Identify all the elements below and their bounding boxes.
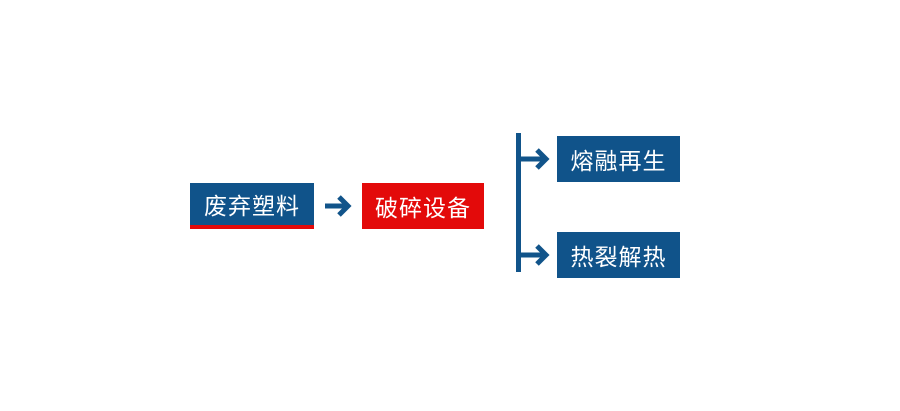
arrow-branch-top <box>518 148 550 170</box>
arrow-branch-bottom <box>518 244 550 266</box>
node-melt-regeneration-label: 熔融再生 <box>570 148 667 174</box>
node-pyrolysis[interactable]: 热裂解热 <box>557 232 680 278</box>
node-waste-plastic[interactable]: 废弃塑料 <box>190 183 314 229</box>
node-crushing-equipment[interactable]: 破碎设备 <box>362 183 484 229</box>
node-melt-regeneration[interactable]: 熔融再生 <box>557 136 680 182</box>
arrow-source-to-process <box>325 195 352 217</box>
node-pyrolysis-label: 热裂解热 <box>570 244 667 270</box>
node-crushing-equipment-label: 破碎设备 <box>375 195 471 221</box>
node-waste-plastic-label: 废弃塑料 <box>204 193 300 219</box>
